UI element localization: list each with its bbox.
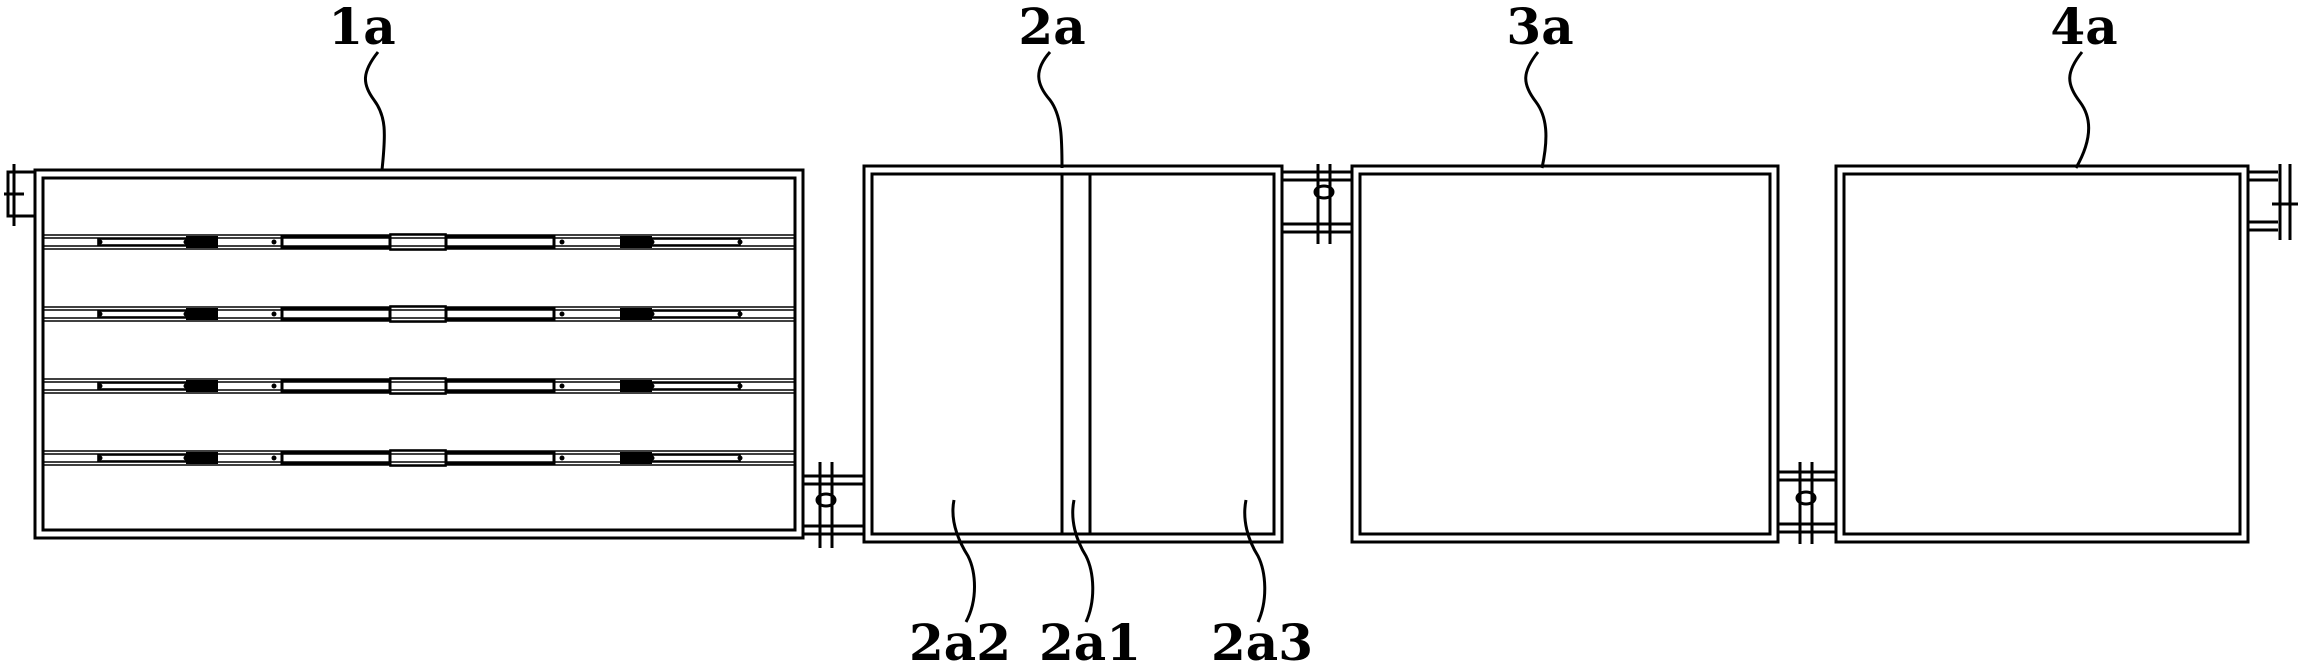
tray-node bbox=[649, 383, 655, 389]
pipe-1a-2a bbox=[803, 462, 864, 548]
tray-node bbox=[737, 311, 743, 317]
tray-rod-left bbox=[97, 238, 187, 246]
tray-node bbox=[737, 383, 743, 389]
tray-center-gap bbox=[389, 305, 447, 323]
tray-rod-left bbox=[97, 310, 187, 318]
tank-1a-trays bbox=[43, 233, 795, 467]
label-4a: 4a bbox=[2050, 0, 2117, 56]
tray-node bbox=[183, 311, 189, 317]
tray-rod-right bbox=[651, 454, 741, 462]
tray-node bbox=[559, 383, 565, 389]
tray-node bbox=[559, 455, 565, 461]
inlet-flange-left bbox=[4, 164, 37, 226]
tray-node bbox=[97, 455, 103, 461]
tray-block-left bbox=[186, 380, 218, 392]
label-1a: 1a bbox=[328, 0, 395, 56]
pipe-3a-4a bbox=[1778, 462, 1836, 544]
tray-center-gap bbox=[389, 377, 447, 395]
tray-node bbox=[183, 239, 189, 245]
tray-node bbox=[559, 239, 565, 245]
tray-node bbox=[97, 239, 103, 245]
tray-node bbox=[183, 383, 189, 389]
tank-3a bbox=[1350, 164, 1780, 544]
tray-node bbox=[737, 239, 743, 245]
tray-rod-right bbox=[651, 382, 741, 390]
tray-center-gap bbox=[389, 233, 447, 251]
label-2a2: 2a2 bbox=[909, 613, 1011, 671]
tray-rod-right bbox=[651, 310, 741, 318]
tray-center-gap bbox=[389, 449, 447, 467]
tray-node bbox=[97, 311, 103, 317]
tray-rod-left bbox=[97, 382, 187, 390]
tank-4a bbox=[1834, 164, 2250, 544]
label-2a: 2a bbox=[1018, 0, 1085, 56]
tray-node bbox=[737, 455, 743, 461]
tray-node bbox=[97, 383, 103, 389]
tray-block-left bbox=[186, 452, 218, 464]
tray-node bbox=[183, 455, 189, 461]
tray-block-right bbox=[620, 236, 652, 248]
tray-node bbox=[559, 311, 565, 317]
tray-node bbox=[271, 455, 277, 461]
tray-block-left bbox=[186, 308, 218, 320]
tray-node bbox=[649, 239, 655, 245]
tray-rod-right bbox=[651, 238, 741, 246]
tray-block-right bbox=[620, 380, 652, 392]
tray-block-right bbox=[620, 308, 652, 320]
tray-node bbox=[271, 383, 277, 389]
tray-node bbox=[271, 239, 277, 245]
tray-block-left bbox=[186, 236, 218, 248]
tray-node bbox=[649, 311, 655, 317]
label-2a3: 2a3 bbox=[1211, 613, 1313, 671]
tank-2a bbox=[862, 164, 1284, 544]
tray-rod-left bbox=[97, 454, 187, 462]
tray-node bbox=[649, 455, 655, 461]
outlet-flange-right bbox=[2248, 164, 2298, 240]
tray-node bbox=[271, 311, 277, 317]
label-3a: 3a bbox=[1506, 0, 1573, 56]
pipe-2a-3a bbox=[1282, 164, 1352, 244]
leader-lines bbox=[364, 51, 2091, 623]
tank-1a bbox=[4, 164, 805, 540]
tray-block-right bbox=[620, 452, 652, 464]
label-2a1: 2a1 bbox=[1039, 613, 1141, 671]
